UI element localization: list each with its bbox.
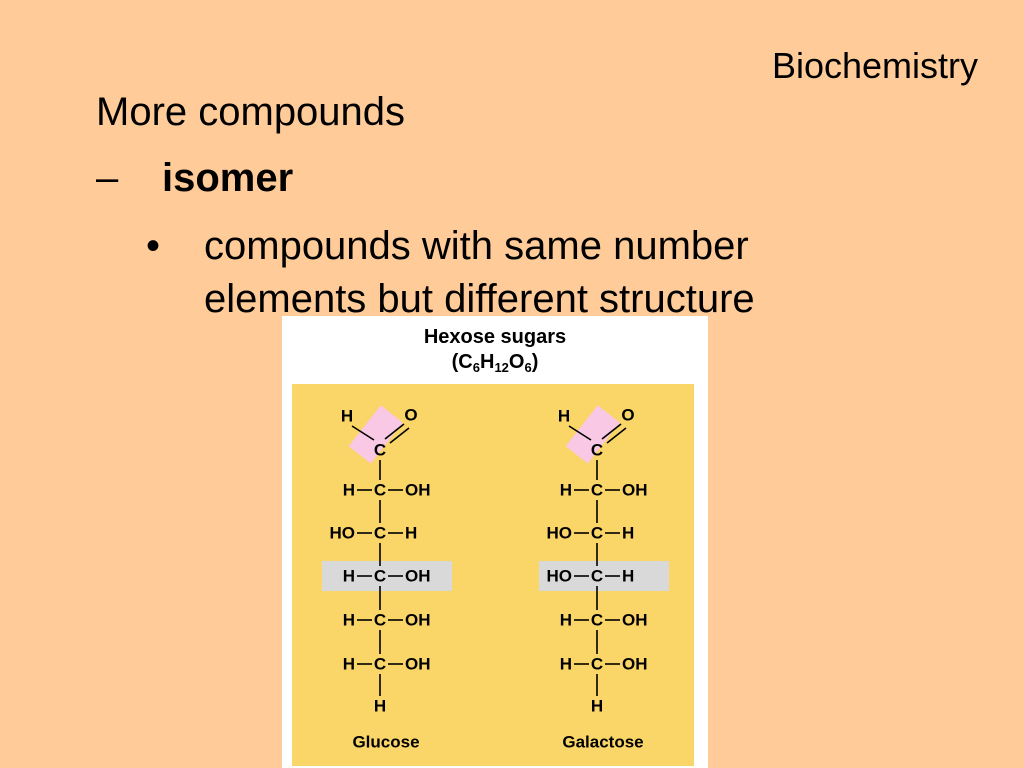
mol1-difference-highlight	[322, 561, 452, 591]
mol1-row2-right: H	[405, 524, 417, 543]
mol2-row4-left: H	[560, 611, 572, 630]
mol2-bond-c-o-1	[601, 423, 622, 440]
mol1-row2-center: C	[374, 524, 386, 543]
mol2-row2-left: HO	[547, 524, 573, 543]
mol1-row3-center: C	[374, 567, 386, 586]
definition-bullet: • compounds with same number elements bu…	[146, 220, 864, 326]
mol2-row5-left: H	[560, 655, 572, 674]
mol1-top-o: O	[404, 406, 417, 425]
mol2-row3-left: HO	[547, 567, 573, 586]
mol2-row2-right: H	[622, 524, 634, 543]
mol2-top-o: O	[621, 406, 634, 425]
mol2-row1-left: H	[560, 481, 572, 500]
mol1-row5-right: OH	[405, 655, 431, 674]
mol2-row5-center: C	[591, 655, 603, 674]
mol1-row5-center: C	[374, 655, 386, 674]
mol1-aldehyde-highlight	[348, 405, 403, 464]
mol2-difference-highlight	[539, 561, 669, 591]
mol2-bottom-h: H	[591, 697, 603, 716]
term-isomer: isomer	[162, 156, 294, 200]
slide-header: Biochemistry	[771, 45, 978, 86]
mol1-row1-center: C	[374, 481, 386, 500]
mol1-row3-right: OH	[405, 567, 431, 586]
mol2-top-h: H	[558, 407, 570, 426]
dash-marker: –	[96, 156, 119, 200]
mol2-row1-right: OH	[622, 481, 648, 500]
mol2-row3-right: H	[622, 567, 634, 586]
mol2-row4-center: C	[591, 611, 603, 630]
mol1-name: Glucose	[352, 733, 419, 752]
mol2-row2-center: C	[591, 524, 603, 543]
mol1-top-h: H	[341, 407, 353, 426]
mol2-row4-right: OH	[622, 611, 648, 630]
mol2-row3-center: C	[591, 567, 603, 586]
term-line: –isomer	[96, 154, 293, 202]
mol1-bond-h-c	[351, 425, 375, 441]
mol1-bond-c-o-1	[384, 423, 405, 440]
mol2-row5-right: OH	[622, 655, 648, 674]
mol1-row5-left: H	[343, 655, 355, 674]
mol1-row4-right: OH	[405, 611, 431, 630]
definition-text: compounds with same number elements but …	[204, 224, 755, 321]
mol1-row4-left: H	[343, 611, 355, 630]
mol1-row3-left: H	[343, 567, 355, 586]
mol1-bottom-h: H	[374, 697, 386, 716]
mol2-bond-c-o-2	[606, 427, 627, 444]
mol2-aldehyde-highlight	[565, 405, 620, 464]
mol1-row2-left: HO	[330, 524, 356, 543]
mol2-row1-center: C	[591, 481, 603, 500]
mol2-bond-h-c	[568, 425, 592, 441]
mol2-top-c: C	[591, 441, 603, 460]
figure-formula: (C6H12O6)	[451, 351, 539, 375]
slide-title: More compounds	[96, 90, 406, 134]
mol1-row4-center: C	[374, 611, 386, 630]
mol1-row1-left: H	[343, 481, 355, 500]
mol1-bond-c-o-2	[389, 427, 410, 444]
figure-title: Hexose sugars	[423, 326, 567, 348]
bullet-dot: •	[146, 224, 161, 268]
mol2-name: Galactose	[562, 733, 643, 752]
mol1-top-c: C	[374, 441, 386, 460]
mol1-row1-right: OH	[405, 481, 431, 500]
